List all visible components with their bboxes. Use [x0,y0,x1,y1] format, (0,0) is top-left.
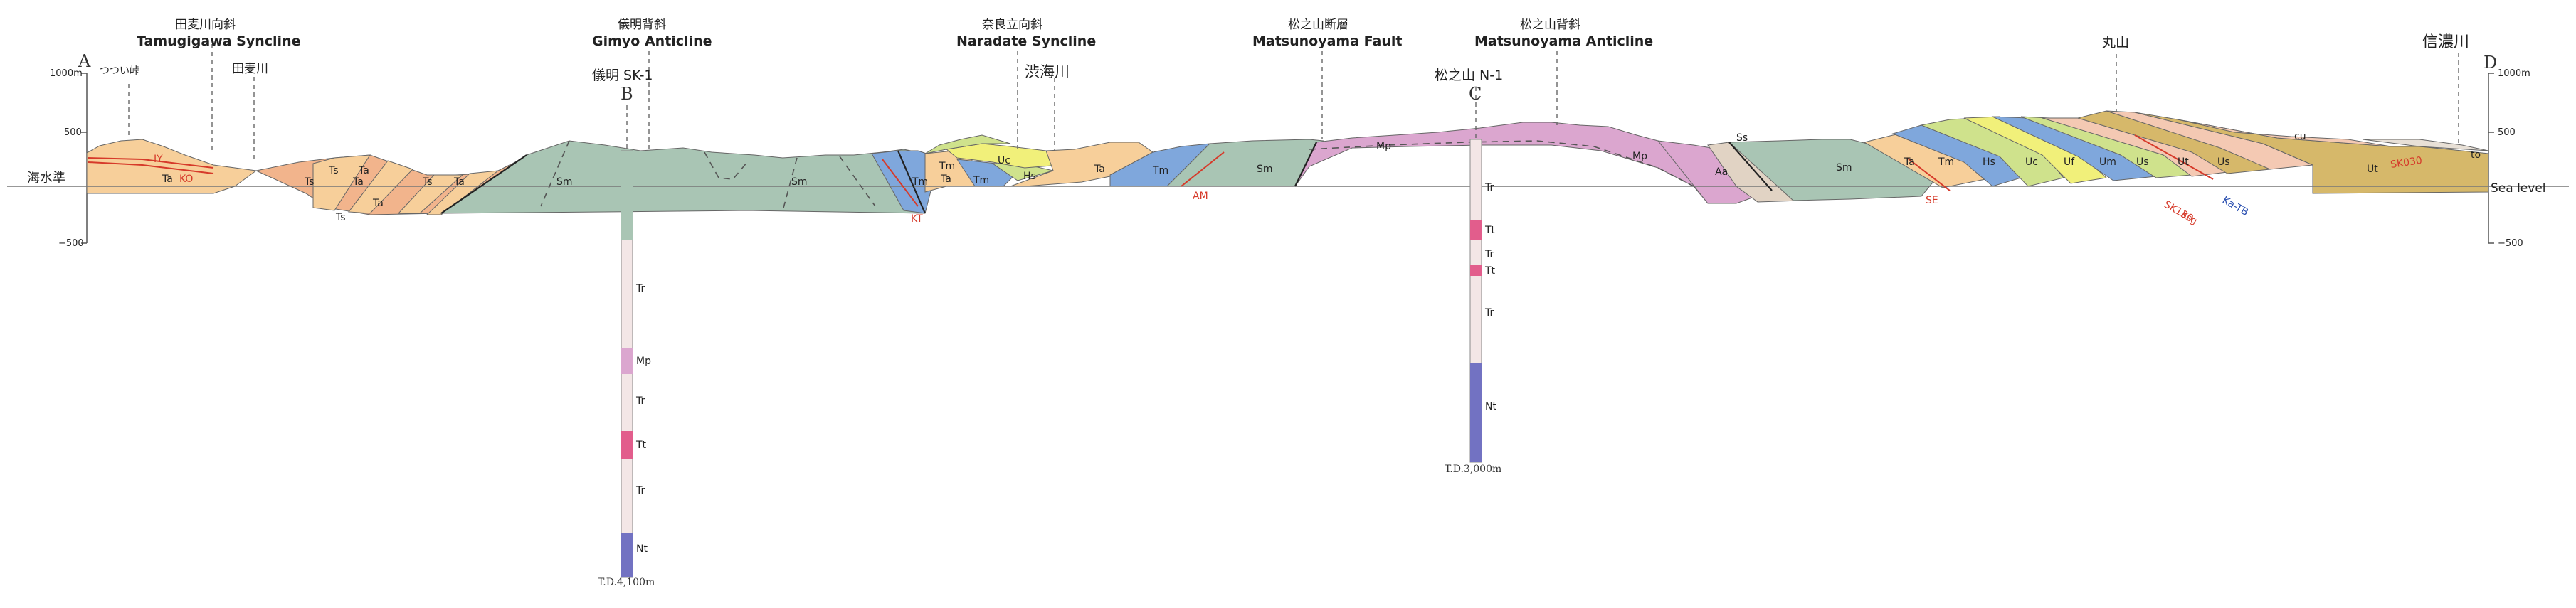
gimyo-unit-1: Tr [635,283,645,294]
sea-level-en: Sea level [2491,181,2546,196]
unit-ta-3: Ta [453,176,465,188]
tephra-iy: IY [154,154,163,165]
geology-body [86,110,2489,215]
left-scale-neg500: −500 [58,238,84,249]
unit-ut-2: Ut [2367,164,2378,175]
unit-ta-2: Ta [352,176,364,188]
unit-uf-1: Uf [2064,156,2075,168]
peak-tsutsui: つつい峠 [100,65,139,77]
n1-unit-3: Tr [1484,249,1494,260]
unit-sm-3: Sm [1257,164,1273,175]
unit-sm-2: Sm [791,176,808,188]
gimyo-anticline-jp: 儀明背斜 [618,18,666,32]
unit-um-1: Um [2099,156,2116,168]
unit-sm-4: Sm [1836,162,1852,174]
naradate-syncline-en: Naradate Syncline [956,33,1096,49]
unit-us-1: Us [2136,156,2149,168]
left-scale-1000: 1000m [50,68,83,79]
matsunoyama-fault-jp: 松之山断層 [1288,18,1348,32]
unit-mp-1: Mp [1376,141,1391,152]
matsunoyama-anticline-jp: 松之山背斜 [1520,18,1580,32]
unit-to-1: to [2471,149,2481,161]
gimyo-td: T.D.4,100m [598,577,655,588]
tamugigawa-syncline-jp: 田麦川向斜 [175,18,236,32]
unit-sm-1: Sm [556,176,573,188]
gimyo-unit-3: Tr [635,395,645,407]
unit-ts-4: Ts [335,212,346,223]
shinano-river: 信濃川 [2422,33,2469,51]
unit-ta-4: Ta [358,165,369,176]
point-c: C [1469,84,1482,104]
tephra-lines [88,134,2214,207]
n1-unit-2: Tt [1484,225,1496,236]
unit-uc-1: Uc [998,155,1010,166]
peak-maruyama: 丸山 [2102,35,2129,50]
unit-ta-5: Ta [372,198,384,209]
unit-hs-2: Hs [1983,156,1995,168]
n1-unit-5: Tr [1484,307,1494,319]
gimyo-unit-5: Tr [635,485,645,496]
gimyo-unit-2: Mp [636,356,651,367]
n1-unit-1: Tr [1484,182,1494,193]
unit-tm-3: Tm [939,161,955,172]
tephra-se: SE [1926,195,1938,206]
n1-unit-6: Nt [1485,401,1496,412]
unit-mp-2: Mp [1632,151,1647,162]
leader-lines [128,44,2459,159]
unit-hs-1: Hs [1023,171,1036,182]
unit-ut-1: Ut [2178,156,2189,168]
point-d: D [2483,53,2497,73]
matsunoyama-anticline-en: Matsunoyama Anticline [1474,33,1653,49]
well-gimyo-sk1: Tr Mp Tr Tt Tr Nt T.D.4,100m [598,150,655,588]
tephra-ko: KO [179,174,193,185]
unit-ta-1: Ta [162,174,173,185]
left-elevation-scale: 1000m 500 −500 [50,68,88,249]
gimyo-anticline-en: Gimyo Anticline [592,33,712,49]
shibukai-river: 渋海川 [1025,63,1070,80]
unit-uc-2: Uc [2025,156,2038,168]
right-scale-500: 500 [2498,127,2516,138]
unit-labels: Ta Ts Ta Ts Ta Ts Ta Ta Ts Sm Sm Tm Ta T… [162,131,2481,223]
n1-unit-4: Tt [1484,265,1496,277]
n1-td: T.D.3,000m [1445,464,1501,475]
point-a: A [78,51,91,71]
tephra-kt: KT [911,213,923,225]
unit-tm-5: Tm [1938,156,1954,168]
matsunoyama-fault-en: Matsunoyama Fault [1252,33,1402,49]
right-scale-1000: 1000m [2498,68,2530,79]
unit-ta-7: Ta [1094,164,1105,175]
unit-tm-4: Tm [1152,165,1168,176]
unit-tm-2: Tm [973,175,989,186]
unit-ss-1: Ss [1736,132,1748,144]
tephra-am: AM [1193,191,1208,202]
unit-ts-3: Ts [328,165,339,176]
gimyo-unit-6: Nt [636,543,648,555]
fault-lines [440,140,1773,214]
right-elevation-scale: 1000m 500 −500 [2488,68,2530,249]
matsunoyama-well-name: 松之山 N-1 [1435,68,1503,83]
unit-aa-1: Aa [1715,166,1728,178]
unit-cu-1: cu [2294,131,2306,142]
right-scale-neg500: −500 [2498,238,2523,249]
unit-ta-6: Ta [940,174,951,185]
tamugi-river: 田麦川 [232,62,268,76]
unit-tm-1: Tm [912,176,928,188]
naradate-syncline-jp: 奈良立向斜 [982,18,1042,32]
unit-ta-8: Ta [1904,156,1915,168]
sea-level-jp: 海水準 [27,171,65,186]
gimyo-well-name: 儀明 SK-1 [592,68,653,83]
gimyo-unit-4: Tt [635,439,647,451]
tephra-ka-tb: Ka-TB [2220,195,2250,219]
unit-ts-1: Ts [304,176,315,188]
well-matsunoyama-n1: Tr Tt Tr Tt Tr Nt T.D.3,000m [1445,139,1501,475]
unit-us-2: Us [2217,156,2230,168]
tamugigawa-syncline-en: Tamugigawa Syncline [137,33,300,49]
left-scale-500: 500 [64,127,82,138]
point-b: B [621,84,633,104]
tephra-sk030: SK030 [2390,155,2423,171]
unit-ts-2: Ts [422,176,433,188]
